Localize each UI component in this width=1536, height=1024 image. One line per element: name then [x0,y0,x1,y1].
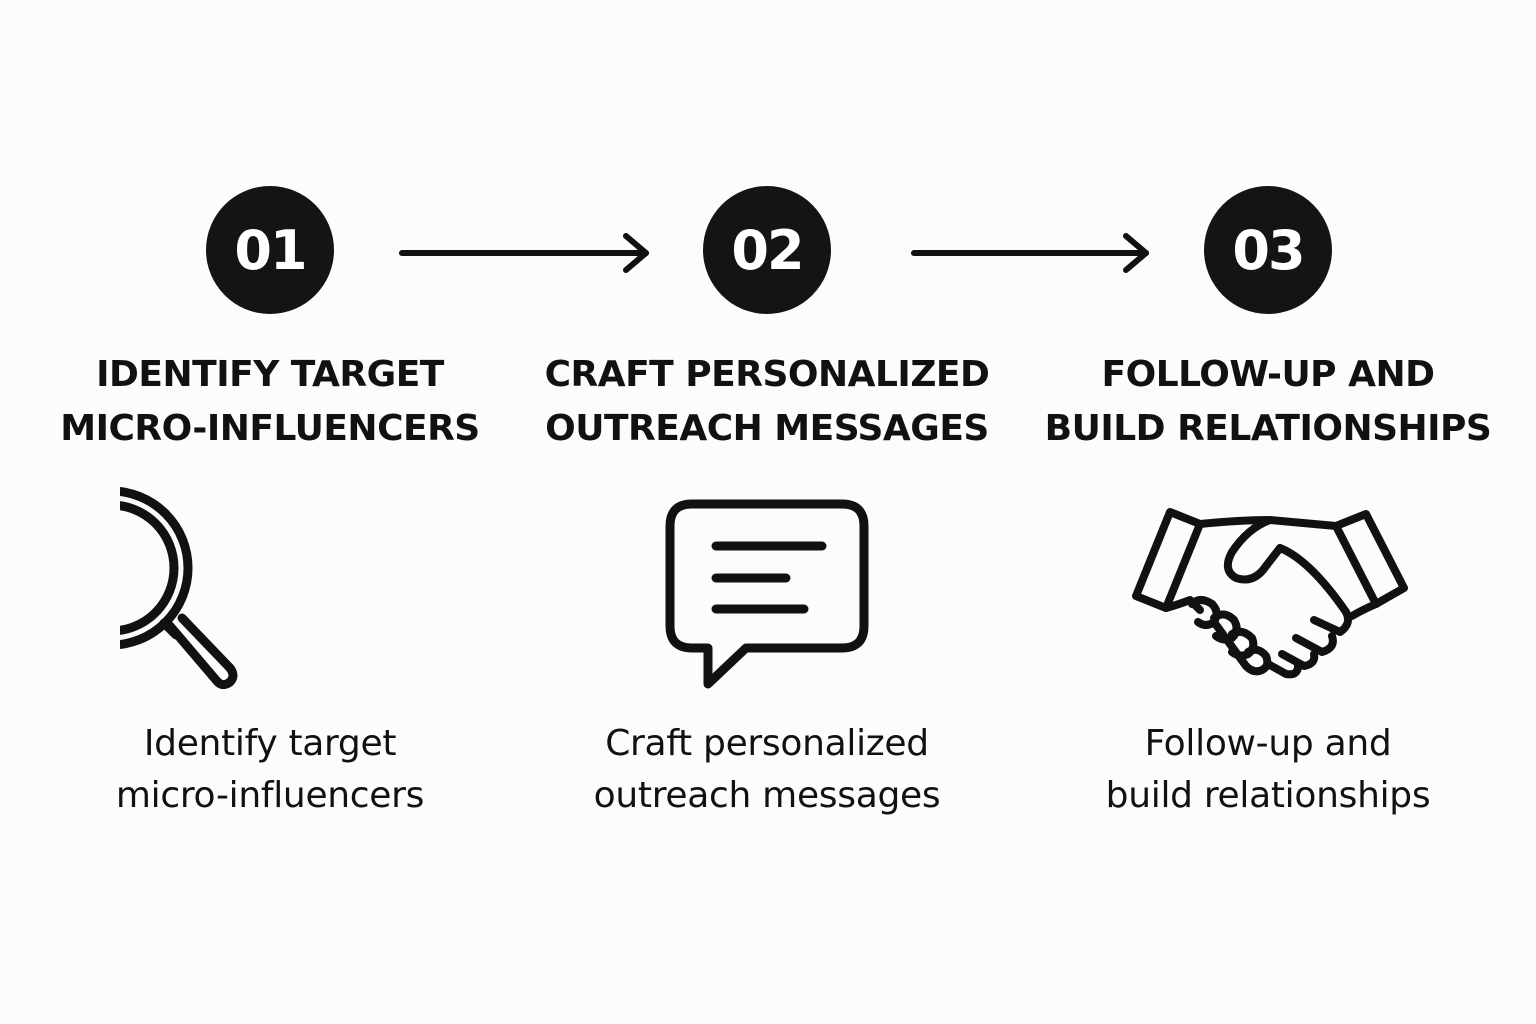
chat-bubble-icon [617,476,917,712]
arrow-right-icon [396,228,658,278]
step-number: 01 [234,218,307,282]
step-title: IDENTIFY TARGET MICRO-INFLUENCERS [30,348,510,456]
arrow-right-icon [908,228,1158,278]
step-title-line: FOLLOW-UP AND [1101,354,1435,395]
step-2: 02 CRAFT PERSONALIZED OUTREACH MESSAGES … [527,0,1007,1024]
handshake-icon [1118,476,1418,712]
step-title-line: MICRO-INFLUENCERS [60,408,480,449]
step-caption: Identify target micro-influencers [30,718,510,822]
step-caption-line: outreach messages [593,775,941,816]
step-caption: Follow-up and build relationships [1028,718,1508,822]
step-number-badge: 03 [1204,186,1332,314]
step-title-line: IDENTIFY TARGET [96,354,444,395]
step-caption-line: Craft personalized [605,723,929,764]
step-number: 02 [731,218,804,282]
step-caption-line: build relationships [1105,775,1431,816]
step-caption-line: Follow-up and [1144,723,1392,764]
step-1: 01 IDENTIFY TARGET MICRO-INFLUENCERS Ide… [30,0,510,1024]
step-caption-line: Identify target [143,723,397,764]
magnifying-glass-icon [120,476,420,712]
step-title-line: OUTREACH MESSAGES [545,408,989,449]
step-caption: Craft personalized outreach messages [527,718,1007,822]
step-title: FOLLOW-UP AND BUILD RELATIONSHIPS [1028,348,1508,456]
step-number: 03 [1232,218,1305,282]
step-title-line: BUILD RELATIONSHIPS [1044,408,1492,449]
step-3: 03 FOLLOW-UP AND BUILD RELATIONSHIPS [1028,0,1508,1024]
step-title: CRAFT PERSONALIZED OUTREACH MESSAGES [527,348,1007,456]
step-number-badge: 01 [206,186,334,314]
step-caption-line: micro-influencers [115,775,425,816]
step-number-badge: 02 [703,186,831,314]
step-title-line: CRAFT PERSONALIZED [544,354,990,395]
